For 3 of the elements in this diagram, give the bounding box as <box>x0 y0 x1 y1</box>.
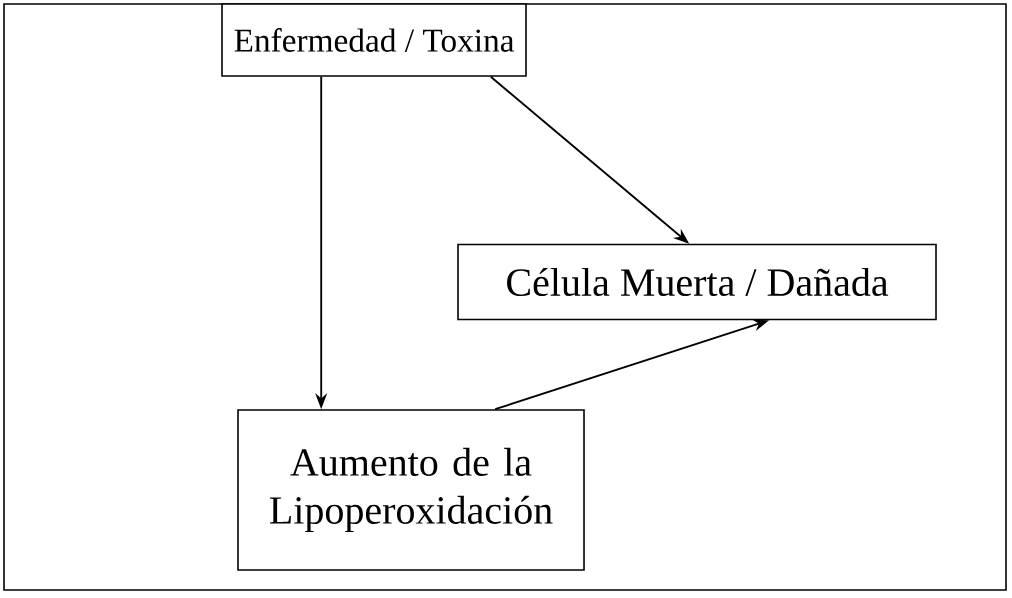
process-box: Aumento de la Lipoperoxidación <box>237 409 585 571</box>
process-box: Célula Muerta / Dañada <box>457 243 937 321</box>
process-box: Enfermedad / Toxina <box>221 3 527 77</box>
